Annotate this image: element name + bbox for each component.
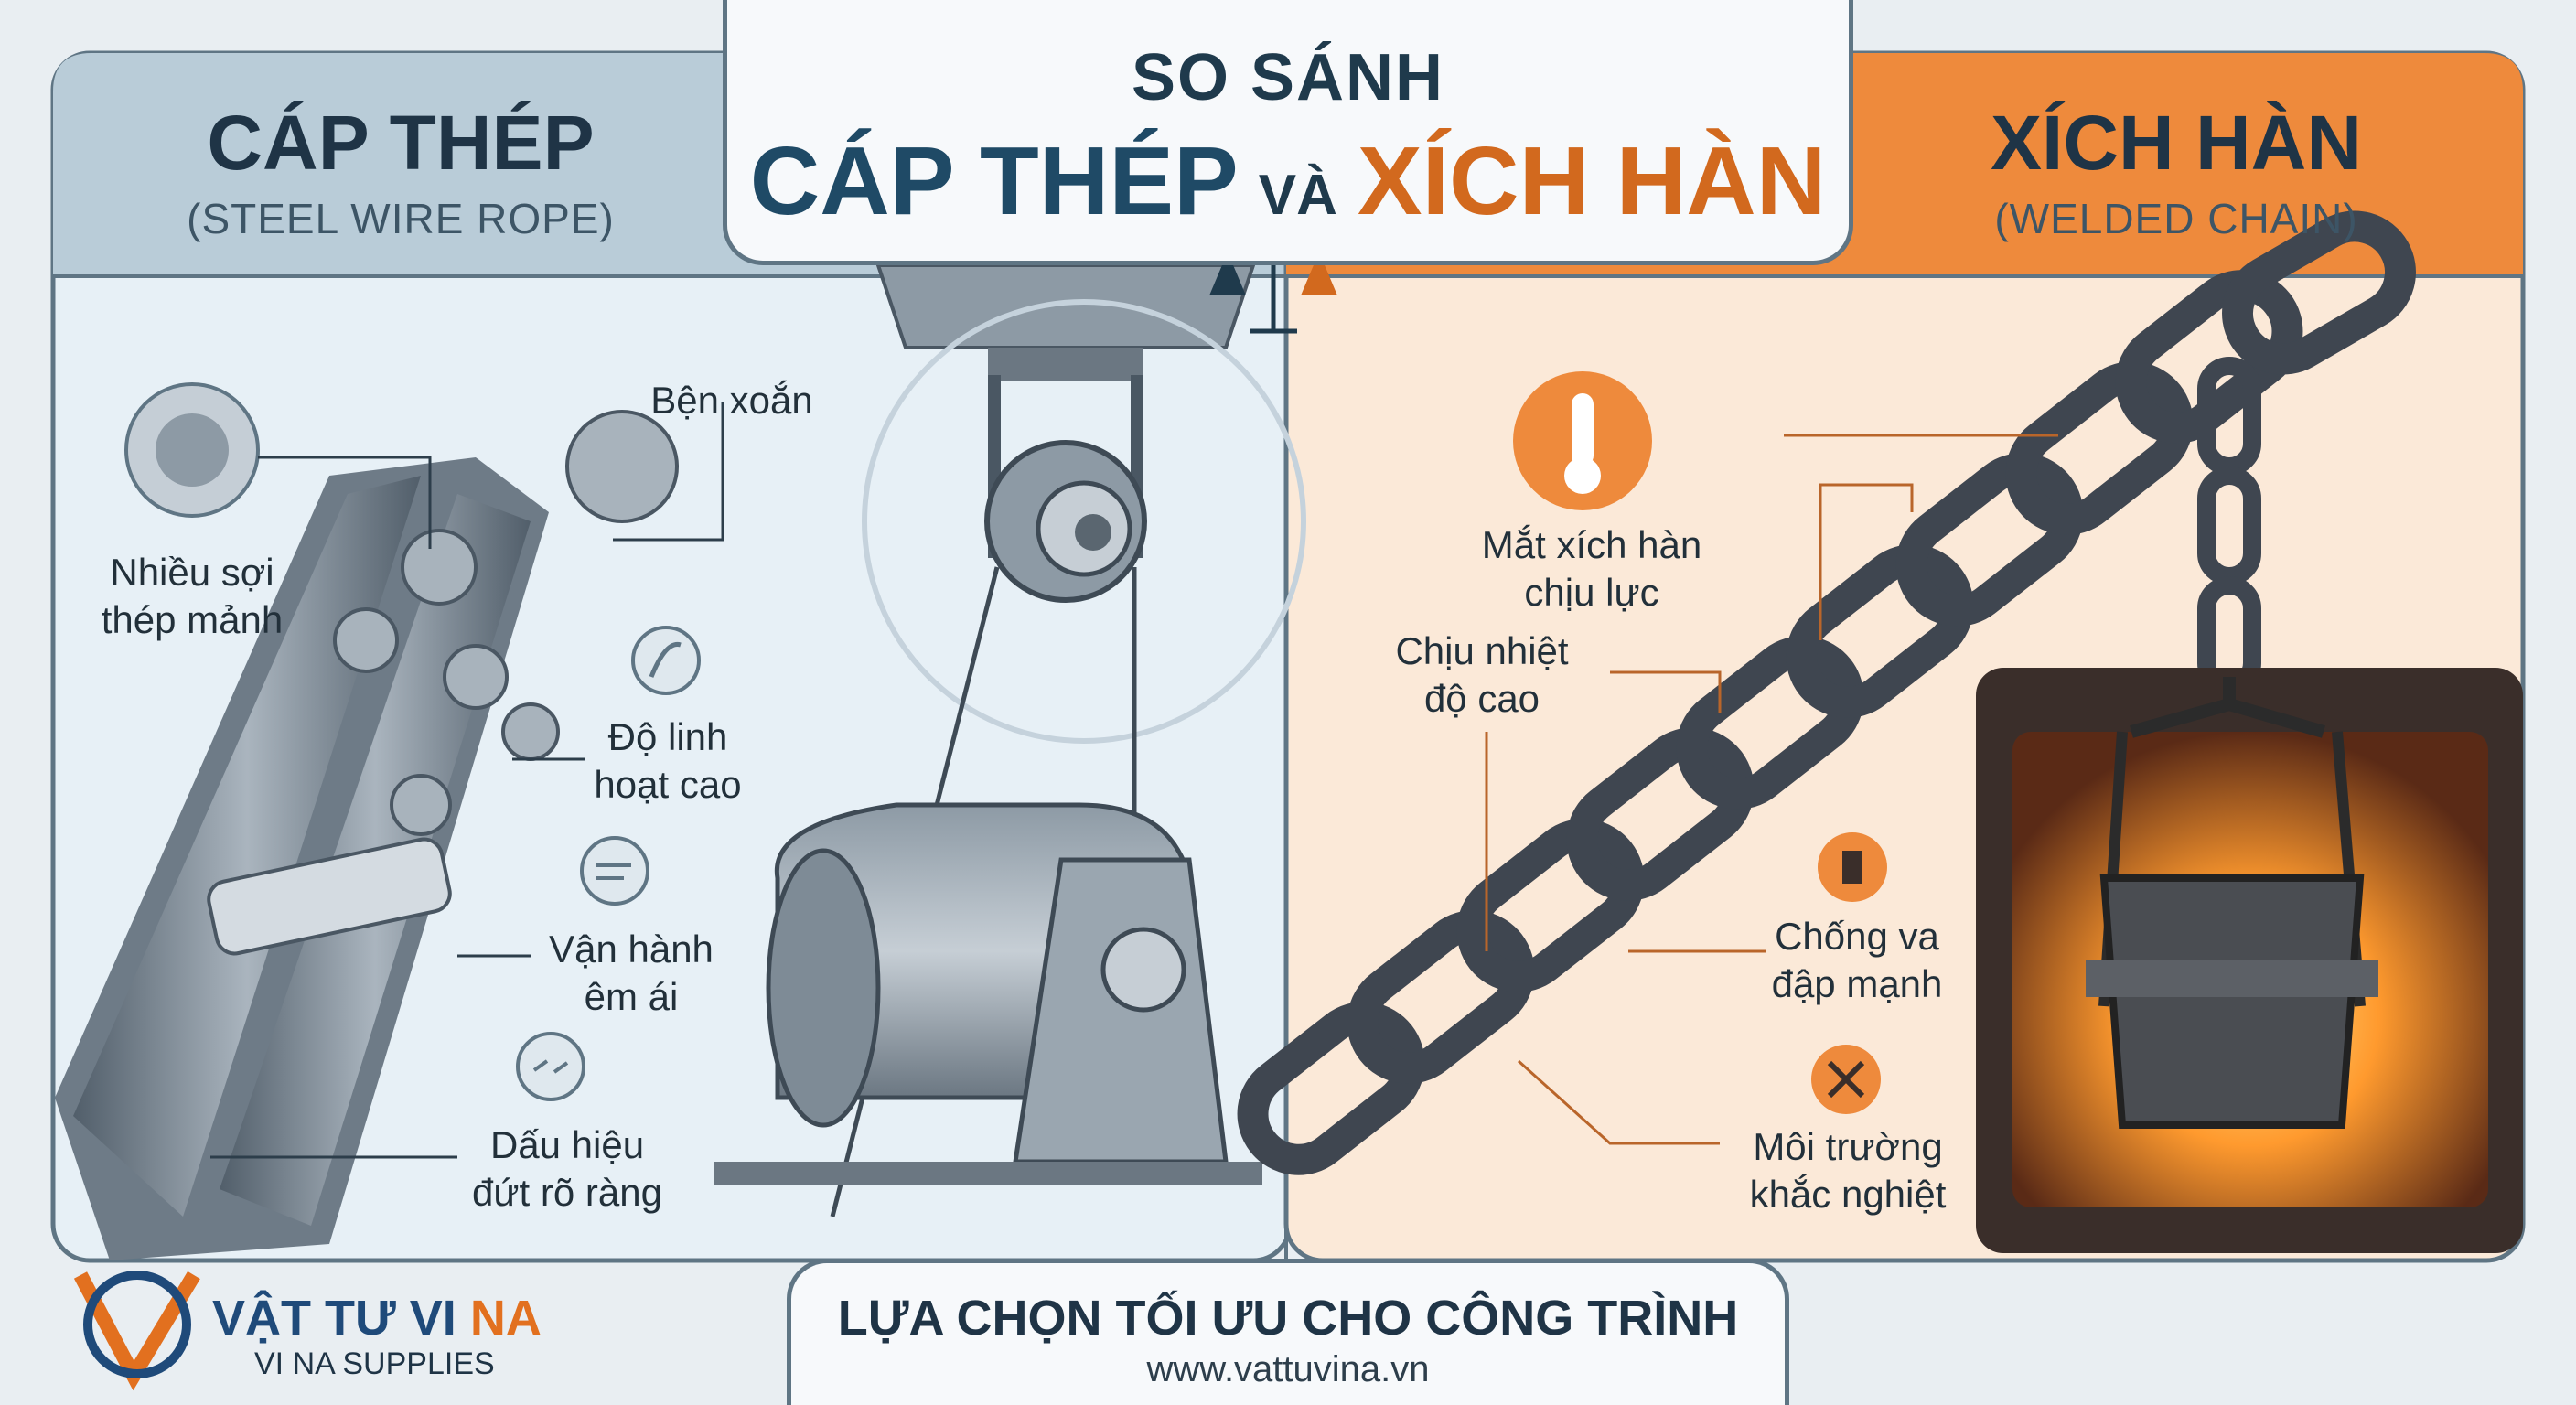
page-title: CÁP THÉP VÀ XÍCH HÀN xyxy=(723,126,1853,237)
title-top: SO SÁNH xyxy=(1131,41,1445,114)
broken-wire-icon xyxy=(516,1032,585,1101)
brand-subtitle: VI NA SUPPLIES xyxy=(254,1346,495,1381)
brand-logo-icon xyxy=(73,1271,200,1391)
tools-icon xyxy=(1811,1045,1881,1114)
left-subheading: (STEEL WIRE ROPE) xyxy=(187,195,615,242)
crane-beam xyxy=(875,263,1288,1260)
winch-illustration xyxy=(714,299,1306,1217)
right-subheading: (WELDED CHAIN) xyxy=(1994,195,2358,242)
welded-chain-illustration xyxy=(1237,210,2416,1175)
steel-rope-illustration xyxy=(55,382,679,1260)
title-box xyxy=(723,0,1853,265)
footer-website[interactable]: www.vattuvina.vn xyxy=(1146,1349,1430,1389)
label-twist: Bện xoắn xyxy=(650,379,813,422)
title-left-word: CÁP THÉP xyxy=(749,127,1239,235)
footer-tagline: LỰA CHỌN TỐI ƯU CHO CÔNG TRÌNH xyxy=(837,1291,1739,1346)
title-right-word: XÍCH HÀN xyxy=(1357,127,1827,235)
wind-icon xyxy=(580,836,649,906)
footer-box xyxy=(787,1259,1789,1405)
furnace-illustration xyxy=(1976,668,2523,1253)
right-leader-lines xyxy=(1485,434,2058,1145)
thermometer-icon xyxy=(1513,371,1652,510)
left-heading: CÁP THÉP xyxy=(207,100,595,186)
brand-name: VẬT TƯ VI NA xyxy=(212,1291,542,1346)
impact-icon xyxy=(1818,832,1887,902)
title-conjunction: VÀ xyxy=(1258,164,1337,227)
twisted-rope-icon xyxy=(631,626,701,695)
left-leader-lines xyxy=(210,402,724,1159)
right-heading: XÍCH HÀN xyxy=(1990,100,2362,186)
